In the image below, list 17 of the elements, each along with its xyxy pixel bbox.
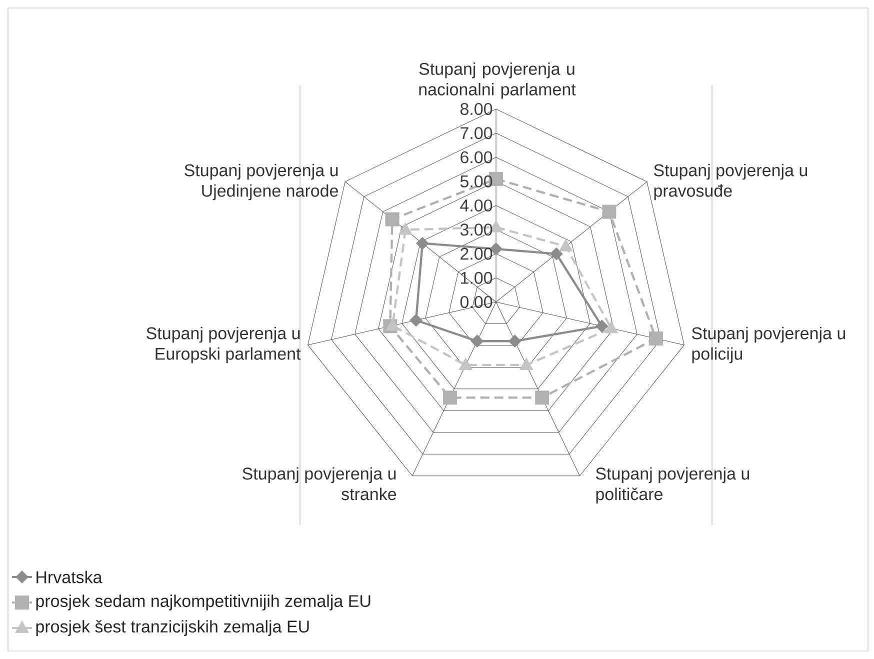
tick-label: 4.00 (460, 199, 492, 212)
tick-label: 3.00 (460, 224, 492, 236)
axis-label: Stupanj povjerenja u stranke (242, 467, 396, 500)
axis-label: Stupanj povjerenja u nacionalni parlament (419, 62, 576, 99)
tick-label: 2.00 (460, 248, 492, 260)
legend-entry: Hrvatska (12, 570, 102, 584)
tick-label: 8.00 (460, 102, 492, 116)
axis-label: Stupanj povjerenja u Europski parlament (146, 326, 301, 364)
axis-label: Stupanj povjerenja u policiju (692, 326, 846, 364)
tick-label: 6.00 (460, 151, 492, 164)
tick-label: 7.00 (460, 127, 492, 140)
legend-entry: prosjek šest tranzicijskih zemalja EU (12, 620, 309, 636)
axis-label: Stupanj povjerenja u Ujedinjene narode (184, 164, 338, 200)
axis-label: Stupanj povjerenja u pravosuđe (654, 164, 808, 200)
tick-label: 5.00 (460, 175, 492, 188)
axis-label: Stupanj povjerenja u političare (596, 467, 750, 504)
legend-entry: prosjek sedam najkompetitivnijih zemalja EU (12, 594, 370, 610)
